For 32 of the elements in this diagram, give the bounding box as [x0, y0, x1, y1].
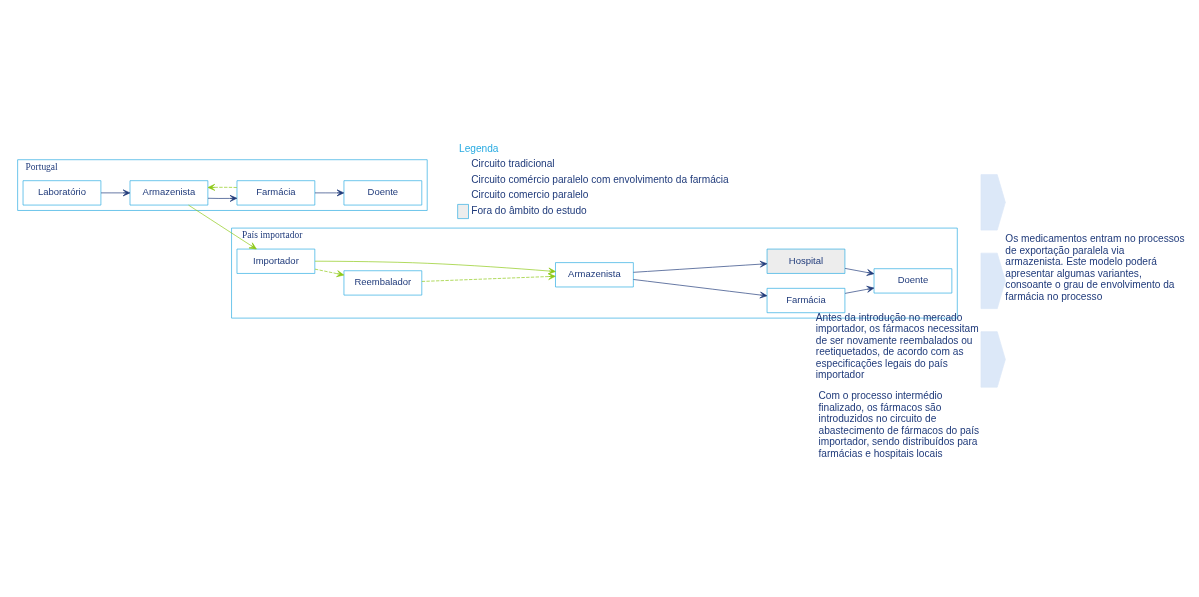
arrow	[633, 260, 768, 273]
node-box: Hospital	[766, 248, 846, 274]
arrow	[207, 194, 238, 202]
node-chevron	[980, 173, 1006, 230]
legend-label: Circuito comercio paralelo	[471, 188, 589, 200]
arrow	[844, 267, 875, 276]
legend-label: Circuito comércio paralelo com envolvimento da farmácia	[471, 173, 729, 185]
arrow	[844, 285, 875, 294]
arrow	[421, 272, 556, 282]
arrow	[314, 189, 345, 196]
node-box: Farmácia	[766, 287, 846, 313]
label: Legenda	[459, 142, 499, 154]
arrow	[188, 204, 257, 249]
node-box: Doente	[343, 179, 423, 205]
legend-label: Fora do âmbito do estudo	[471, 204, 587, 216]
arrow	[100, 189, 131, 196]
node-chevron	[980, 330, 1006, 387]
node-box: Doente	[873, 267, 953, 293]
node-box: Reembalador	[343, 269, 423, 295]
legend-label: Circuito tradicional	[471, 157, 555, 169]
arrow	[314, 268, 345, 277]
node-label: Os medicamentos entram no processos de exportação paralela via armazenista. Este modelo poderá apresentar algumas variantes, consoante o grau de envolvimento da farmácia no processo	[1005, 232, 1185, 302]
node-box: Armazenista	[129, 179, 209, 205]
arrow	[633, 278, 768, 298]
node-box: Laboratório	[22, 179, 102, 205]
node-box: Armazenista	[555, 261, 634, 287]
node-label: Com o processo intermédio finalizado, os fármacos são introduzidos no circuito de abastecimento de fármacos do país importador, sendo distribuídos para farmácias e hospitais locais	[818, 389, 980, 459]
node-box: Farmácia	[236, 179, 316, 205]
node-chevron	[980, 252, 1006, 309]
node-box: Importador	[236, 248, 316, 274]
arrow	[207, 183, 238, 191]
arrow	[314, 260, 556, 274]
